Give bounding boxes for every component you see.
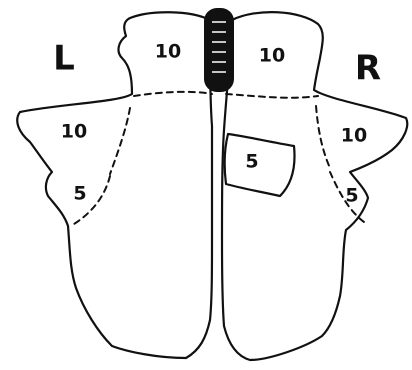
left-middle-boundary	[110, 108, 130, 174]
left-middle-region-value: 10	[61, 121, 87, 143]
spine-marker	[204, 8, 234, 92]
central-region-value: 5	[245, 151, 258, 173]
central-region-outline	[225, 134, 295, 196]
right-middle-boundary	[316, 106, 330, 168]
right-middle-region-value: 10	[341, 125, 367, 147]
left-lung-outline	[17, 12, 212, 358]
left-lower-region-value: 5	[73, 183, 86, 205]
right-side-label: R	[355, 49, 381, 89]
right-upper-boundary	[226, 94, 318, 98]
left-upper-region-value: 10	[155, 41, 181, 63]
left-upper-boundary	[134, 92, 212, 96]
left-side-label: L	[53, 39, 75, 79]
right-lower-region-value: 5	[345, 185, 358, 207]
right-upper-region-value: 10	[259, 45, 285, 67]
